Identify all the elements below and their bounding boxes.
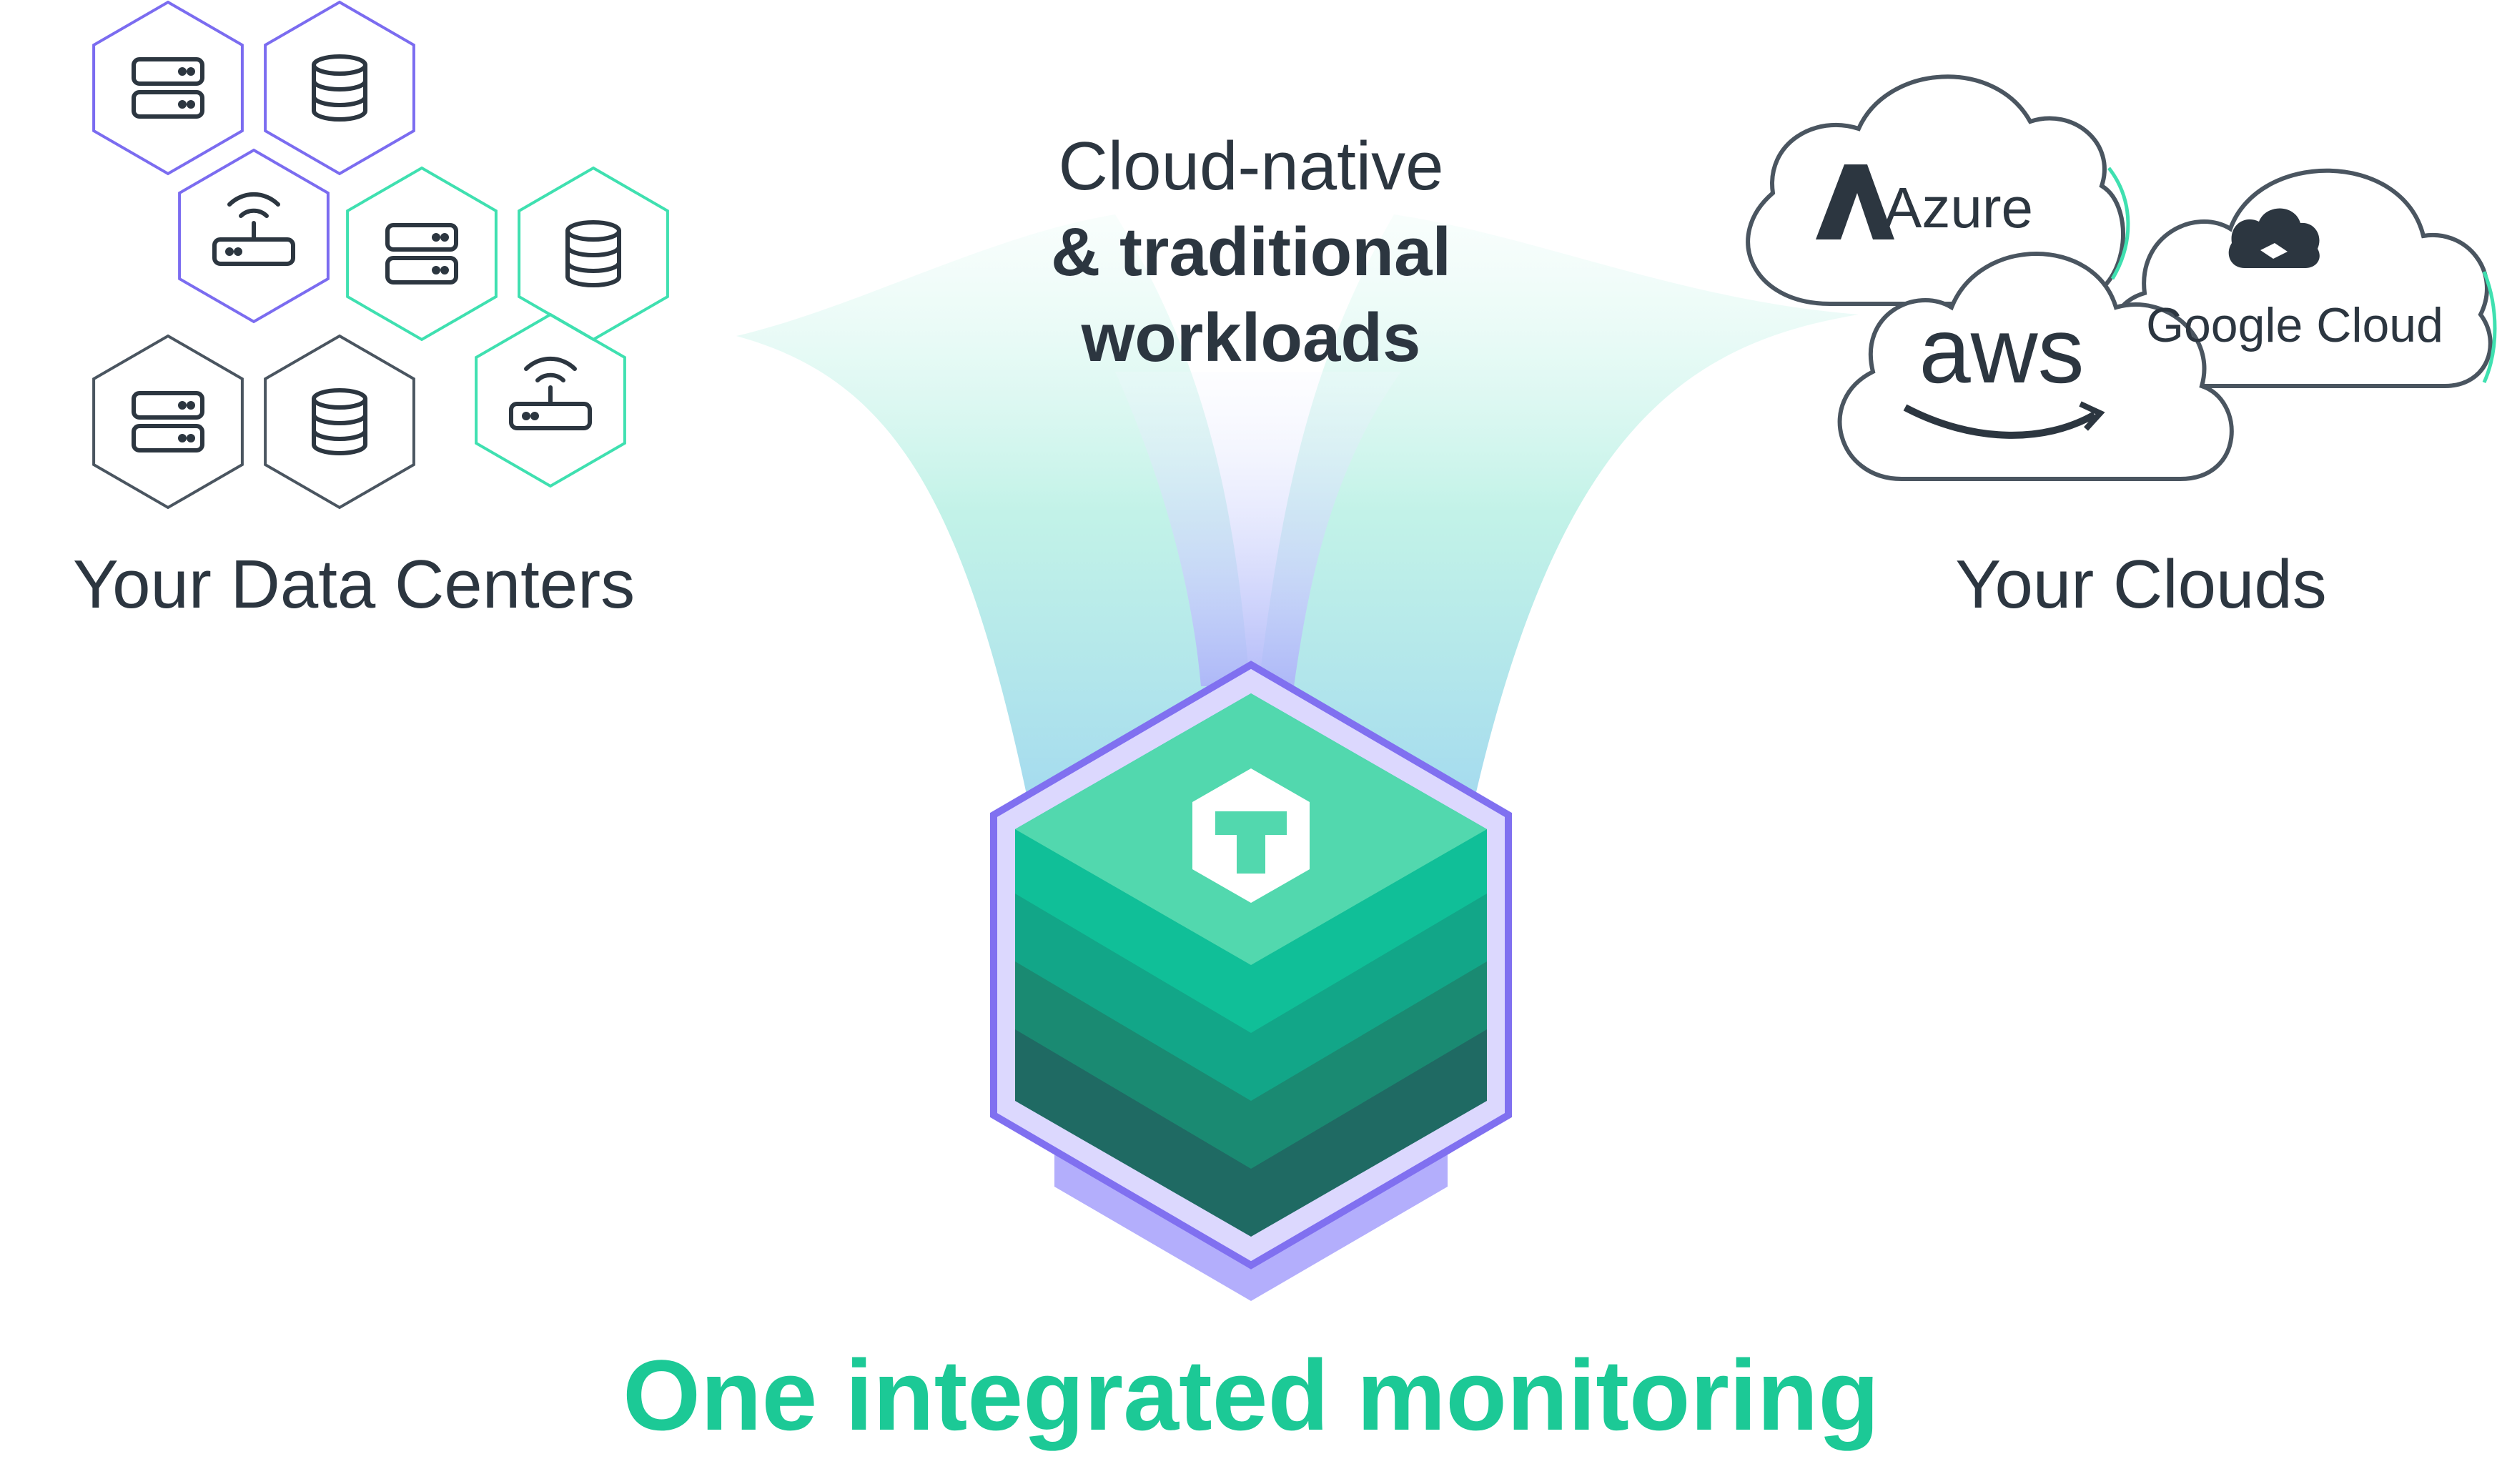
aws-label: aws: [1919, 298, 2084, 402]
hexagon-5: [518, 166, 669, 342]
hexagon-3: [178, 148, 330, 324]
clouds-label: Your Clouds: [1955, 546, 2326, 623]
azure-label: Azure: [1884, 176, 2033, 239]
hexagon-7: [264, 334, 415, 510]
aws-cloud: [1837, 252, 2234, 481]
cloud-providers: [1746, 74, 2497, 481]
funnel-beams: [736, 214, 1859, 808]
database-icon: [565, 220, 621, 287]
server-icon: [132, 391, 204, 452]
server-icon: [132, 57, 204, 119]
hexagon-6: [92, 334, 244, 510]
data-centers-label: Your Data Centers: [73, 546, 635, 623]
hexagon-2: [264, 0, 415, 176]
router-icon: [509, 356, 592, 430]
heading-line-2: & traditional: [1051, 214, 1451, 290]
monitoring-stack: [990, 661, 1512, 1301]
brand-logo-icon: [1192, 768, 1310, 903]
left-beam: [736, 214, 1258, 808]
hexagon-8: [475, 312, 626, 488]
right-beam: [1244, 214, 1859, 808]
router-icon: [212, 192, 295, 266]
google-cloud-logo-icon: [2228, 208, 2320, 268]
center-beam: [1115, 372, 1401, 686]
aws-smile-icon: [1903, 404, 2097, 439]
data-center-hexagons: [92, 0, 669, 510]
azure-cloud: [1746, 74, 2130, 306]
hexagon-4: [346, 166, 498, 342]
heading-line-1: Cloud-native: [1059, 128, 1444, 204]
azure-logo-icon: [1816, 164, 1894, 239]
heading-line-3: workloads: [1081, 300, 1421, 376]
google-cloud: [2106, 168, 2497, 388]
database-icon: [312, 54, 367, 122]
bottom-label: One integrated monitoring: [623, 1339, 1879, 1451]
server-icon: [385, 223, 458, 285]
workloads-heading: Cloud-native & traditional workloads: [1051, 128, 1451, 376]
hexagon-1: [92, 0, 244, 176]
database-icon: [312, 388, 367, 455]
google-cloud-label: Google Cloud: [2146, 298, 2443, 352]
